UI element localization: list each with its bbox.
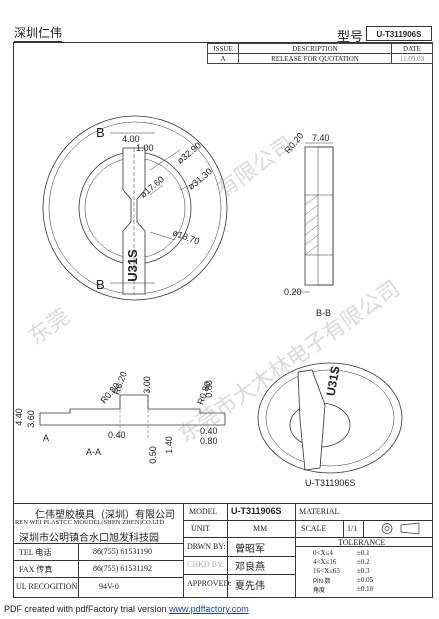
- dim-0-40-right: 0.40: [200, 426, 218, 436]
- section-bb-label: B-B: [316, 308, 332, 318]
- approved-label: APPROVED:: [187, 579, 232, 588]
- tolerance-value-4: ±0.05: [357, 576, 374, 584]
- date-cell: 11.09.03: [391, 53, 433, 64]
- dim-0-20-side: 0.20: [284, 287, 302, 297]
- scale-value: 1/1: [347, 524, 358, 533]
- dim-1-00: 1.00: [136, 143, 154, 153]
- tolerance-range-5: 角度: [313, 588, 326, 594]
- projection-symbol-icon: [381, 522, 420, 535]
- model-label: 型号: [337, 30, 364, 45]
- dim-4-40: 4.40: [13, 408, 24, 426]
- tel-value: 86(755) 61531190: [93, 547, 153, 556]
- dim-1-40: 1.40: [163, 436, 174, 454]
- section-a-left-letter: A: [43, 433, 50, 443]
- section-b-top-label: B: [96, 125, 105, 140]
- dim-0-40-left: 0.40: [108, 430, 126, 440]
- checked-value: 邓良燕: [235, 562, 265, 573]
- section-aa-label: A-A: [86, 447, 102, 457]
- tolerance-value-1: ±0.1: [357, 549, 370, 557]
- tolerance-value-5: ±0.10: [357, 585, 374, 593]
- technical-drawing: [39, 115, 403, 474]
- revision-table: ISSUE DESCRIPTION DATE A RELEASE FOR QUO…: [207, 43, 433, 64]
- company-short-title: 深圳仁伟: [14, 26, 63, 42]
- iso-caption: U-T311906S: [305, 478, 356, 488]
- drawn-label: DRWN BY:: [187, 542, 226, 551]
- pdf-footer: PDF created with pdfFactory trial versio…: [4, 604, 249, 614]
- footer-text: PDF created with pdfFactory trial versio…: [4, 604, 170, 614]
- scale-label: SCALE: [301, 524, 327, 533]
- approved-value: 夏先伟: [235, 581, 265, 592]
- tolerance-value-3: ±0.3: [357, 567, 370, 575]
- company-address-cn: 深圳市公明镇合水口旭发科技园: [19, 533, 159, 544]
- part-marking: U31S: [124, 249, 140, 282]
- model-value-tb: U-T311906S: [231, 506, 282, 516]
- tolerance-label: TOLERANCE: [338, 538, 386, 547]
- dim-3-00: 3.00: [141, 376, 152, 394]
- drawn-value: 曾昭军: [235, 544, 265, 555]
- fax-value: 86(755) 61531192: [93, 564, 153, 573]
- dim-4-00: 4.00: [122, 134, 140, 144]
- model-label-tb: MODEL: [189, 507, 218, 516]
- title-block: 仁伟塑胶模具（深圳）有限公司 REN WEI PLASTCC MOUDEL(SH…: [13, 503, 433, 598]
- footer-link[interactable]: www.pdffactory.com: [169, 604, 249, 614]
- ul-value: 94V-0: [99, 582, 119, 591]
- dim-7-40: 7.40: [312, 133, 330, 143]
- ul-label: UL RECOGITION: [16, 582, 78, 591]
- tolerance-range-4: PIN 数: [313, 579, 331, 585]
- tolerance-range-3: 16<X≤63: [313, 567, 340, 575]
- drawing-frame: [13, 42, 433, 598]
- tolerance-range-1: 0<X≤4: [313, 549, 333, 557]
- dim-3-60: 3.60: [25, 410, 36, 428]
- dim-0-50: 0.50: [147, 446, 158, 464]
- company-name-cn: 仁伟塑胶模具（深圳）有限公司: [35, 510, 175, 521]
- fax-label: FAX 传真: [19, 565, 53, 574]
- revision-row: A RELEASE FOR QUOTATION 11.09.03: [207, 53, 433, 64]
- unit-label: UNIT: [191, 524, 211, 533]
- tolerance-value-2: ±0.2: [357, 558, 370, 566]
- tel-label: TEL 电话: [19, 548, 52, 557]
- unit-value: MM: [253, 524, 268, 533]
- material-label: MATERIAL: [299, 507, 340, 516]
- tolerance-range-2: 4<X≤16: [313, 558, 337, 566]
- checked-label: CHKD BY:: [187, 560, 225, 569]
- company-name-en: REN WEI PLASTCC MOUDEL(SHEN ZHEN)CO.LTD: [15, 519, 165, 526]
- dim-0-80-bottom: 0.80: [200, 436, 218, 446]
- outer-ring-circle: [42, 115, 228, 301]
- model-number-box: U-T311906S: [366, 26, 432, 41]
- section-b-bottom-label: B: [96, 277, 105, 292]
